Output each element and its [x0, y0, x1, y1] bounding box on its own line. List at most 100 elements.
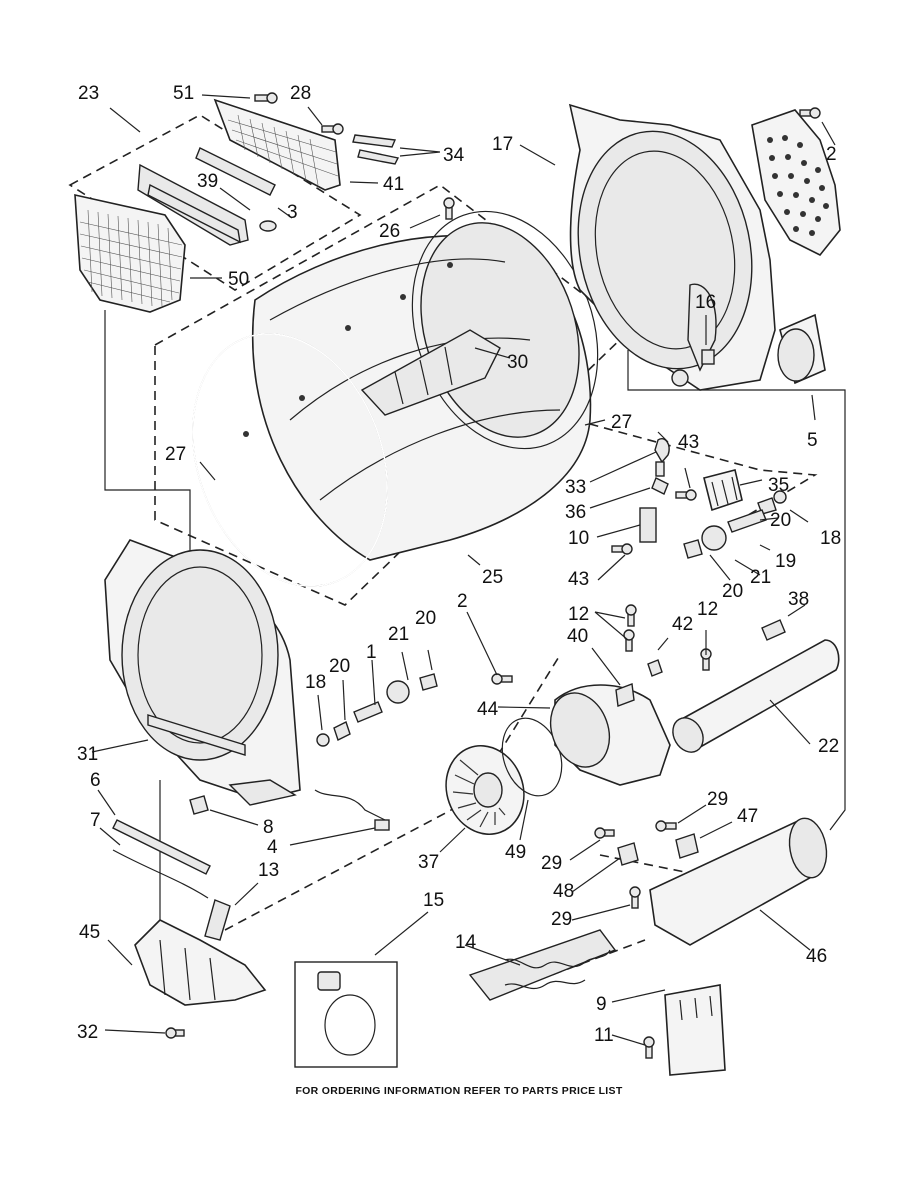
callout-30: 30 — [507, 352, 528, 373]
callout-9: 9 — [596, 994, 607, 1015]
callout-12-right: 12 — [697, 599, 718, 620]
screw-26 — [443, 197, 455, 220]
rear-panel-line — [627, 350, 846, 831]
callout-16: 16 — [695, 292, 716, 313]
screw-32 — [165, 1027, 185, 1039]
exhaust-duct — [777, 313, 826, 385]
callout-20-right: 20 — [770, 510, 791, 531]
front-bulkhead — [104, 539, 301, 806]
callout-37: 37 — [418, 852, 439, 873]
callout-3: 3 — [287, 202, 298, 223]
callout-32: 32 — [77, 1022, 98, 1043]
callout-10: 10 — [568, 528, 589, 549]
callout-20-top: 20 — [415, 608, 436, 629]
callout-labels: 23 51 28 34 41 39 3 50 26 17 2 16 30 5 2… — [77, 83, 841, 1046]
wire-harness — [314, 789, 390, 831]
screw-51 — [254, 92, 278, 104]
ordering-info-note: FOR ORDERING INFORMATION REFER TO PARTS … — [295, 1085, 623, 1097]
callout-7: 7 — [90, 810, 101, 831]
callout-47: 47 — [737, 806, 758, 827]
front-bearing-parts — [189, 673, 438, 815]
callout-15: 15 — [423, 890, 444, 911]
drum-group-outline — [154, 184, 632, 606]
callout-2-mid: 2 — [457, 591, 468, 612]
callout-48: 48 — [553, 881, 574, 902]
callout-4: 4 — [267, 837, 278, 858]
callout-12-left: 12 — [568, 604, 589, 625]
lint-housing — [137, 147, 277, 246]
callout-44: 44 — [477, 699, 499, 720]
callout-18-left: 18 — [305, 672, 326, 693]
screw-2-mid — [491, 673, 513, 685]
screw-43a — [675, 489, 697, 501]
callout-8: 8 — [263, 817, 274, 838]
lint-grille — [213, 98, 400, 191]
callout-20-left: 20 — [329, 656, 350, 677]
callout-50: 50 — [228, 269, 249, 290]
callout-21-right: 21 — [750, 567, 771, 588]
callout-34: 34 — [443, 145, 465, 166]
callout-17: 17 — [492, 134, 513, 155]
callout-46: 46 — [806, 946, 827, 967]
thermostats — [617, 833, 699, 866]
callout-13: 13 — [258, 860, 279, 881]
leader-lines — [91, 94, 836, 1046]
exhaust-tube — [672, 639, 840, 753]
heater-housing — [649, 817, 828, 946]
callout-31: 31 — [77, 744, 98, 765]
callout-21-left: 21 — [388, 624, 409, 645]
callout-43-bottom: 43 — [568, 569, 589, 590]
callout-11: 11 — [594, 1025, 614, 1046]
callout-49: 49 — [505, 842, 526, 863]
baffle — [360, 329, 501, 416]
clip-38 — [761, 619, 786, 641]
rear-bulkhead — [568, 103, 776, 391]
callout-27-left: 27 — [165, 444, 186, 465]
screw-2-top — [799, 107, 821, 119]
rear-bearing-parts — [639, 438, 787, 559]
callout-29-top: 29 — [707, 789, 728, 810]
callout-40: 40 — [567, 626, 588, 647]
bracket — [664, 984, 726, 1076]
heat-shield — [751, 109, 841, 257]
screw-29b — [594, 827, 615, 839]
trim-strips — [112, 819, 231, 941]
callout-28: 28 — [290, 83, 311, 104]
screw-43b — [611, 543, 633, 555]
callout-6: 6 — [90, 770, 101, 791]
callout-45: 45 — [79, 922, 100, 943]
callout-23: 23 — [78, 83, 99, 104]
callout-2-top: 2 — [826, 144, 837, 165]
callout-20-mid: 20 — [722, 581, 743, 602]
callout-42: 42 — [672, 614, 693, 635]
screw-29a — [655, 820, 677, 832]
lint-screen — [74, 193, 186, 313]
callout-26: 26 — [379, 221, 400, 242]
screw-28 — [321, 123, 344, 135]
lint-duct — [134, 919, 267, 1006]
screw-12a — [625, 604, 637, 627]
callout-38: 38 — [788, 589, 809, 610]
callout-41: 41 — [383, 174, 404, 195]
callout-51: 51 — [173, 83, 194, 104]
callout-35: 35 — [768, 475, 789, 496]
callout-25: 25 — [482, 567, 503, 588]
screw-11 — [643, 1036, 655, 1059]
callout-5: 5 — [807, 430, 818, 451]
callout-33: 33 — [565, 477, 586, 498]
callout-27-right: 27 — [611, 412, 632, 433]
callout-39: 39 — [197, 171, 218, 192]
callout-43-top: 43 — [678, 432, 699, 453]
callout-19: 19 — [775, 551, 796, 572]
callout-1: 1 — [366, 642, 377, 663]
callout-22: 22 — [818, 736, 839, 757]
callout-36: 36 — [565, 502, 586, 523]
wiring-kit-box — [294, 961, 398, 1068]
thermostat-link-line — [599, 854, 701, 876]
screw-12b — [623, 629, 635, 652]
callout-29-mid: 29 — [541, 853, 562, 874]
blower-housing — [549, 659, 671, 786]
heater-element — [468, 929, 617, 1001]
blower-wheel — [445, 744, 525, 836]
